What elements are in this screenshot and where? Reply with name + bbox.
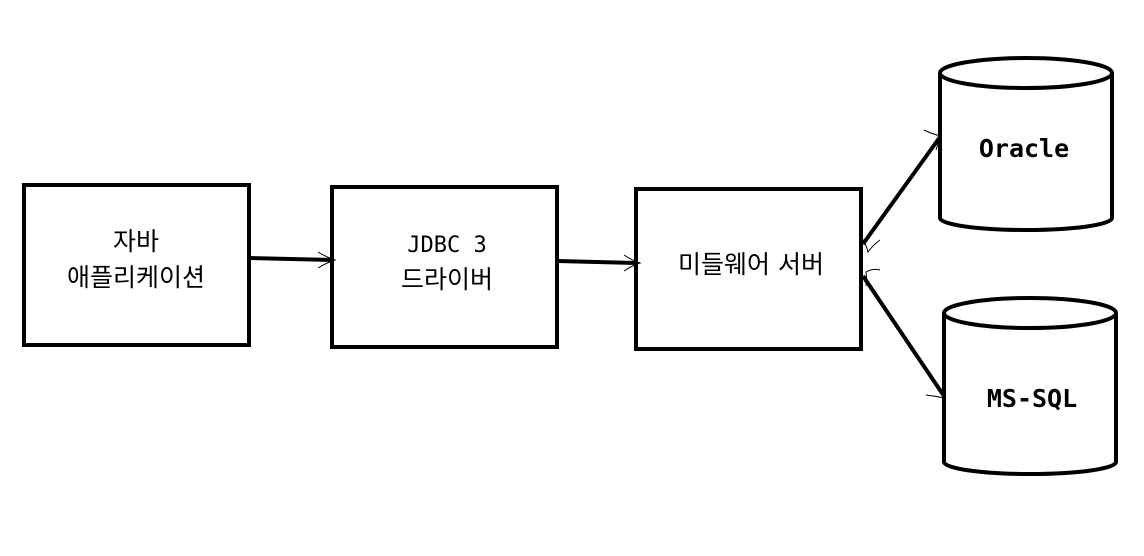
jdbc-driver-box	[330, 185, 559, 349]
mssql-label: MS-SQL	[987, 384, 1077, 413]
arrowhead-icon	[317, 251, 337, 269]
connector-app-to-driver-line	[248, 256, 334, 262]
mssql-cylinder-top	[942, 296, 1118, 330]
oracle-cylinder-top	[938, 56, 1114, 90]
connector-middleware-to-oracle	[859, 129, 942, 254]
arrowhead-icon	[623, 254, 642, 272]
arrowhead-icon	[923, 129, 942, 151]
middleware-server-label: 미들웨어 서버	[678, 250, 824, 279]
oracle-cylinder-body	[938, 73, 1114, 232]
middleware-server-box	[634, 187, 863, 351]
connector-app-to-driver	[248, 251, 337, 269]
connector-driver-to-middleware-line	[556, 259, 638, 265]
oracle-database-node: Oracle	[938, 56, 1114, 232]
jdbc-driver-label-line2: 드라이버	[401, 265, 493, 294]
mssql-cylinder-body	[942, 314, 1118, 476]
connector-middleware-to-mssql-line	[861, 274, 946, 398]
connector-driver-to-middleware	[556, 254, 642, 272]
mssql-database-node: MS-SQL	[942, 296, 1118, 476]
connector-middleware-to-mssql	[861, 268, 946, 399]
jdbc-driver-node: JDBC 3 드라이버	[330, 185, 559, 349]
connector-middleware-to-oracle-line	[861, 135, 942, 246]
jdbc-driver-label-line1: JDBC 3	[407, 233, 486, 258]
arrowhead-icon	[859, 235, 881, 254]
middleware-server-node: 미들웨어 서버	[634, 187, 863, 351]
java-application-label-line1: 자바	[113, 227, 159, 256]
java-application-box	[22, 183, 251, 347]
oracle-label: Oracle	[979, 134, 1069, 163]
arrowhead-icon	[925, 381, 946, 399]
arrowhead-icon	[865, 268, 881, 287]
java-application-node: 자바 애플리케이션	[22, 183, 251, 347]
java-application-label-line2: 애플리케이션	[67, 263, 205, 292]
